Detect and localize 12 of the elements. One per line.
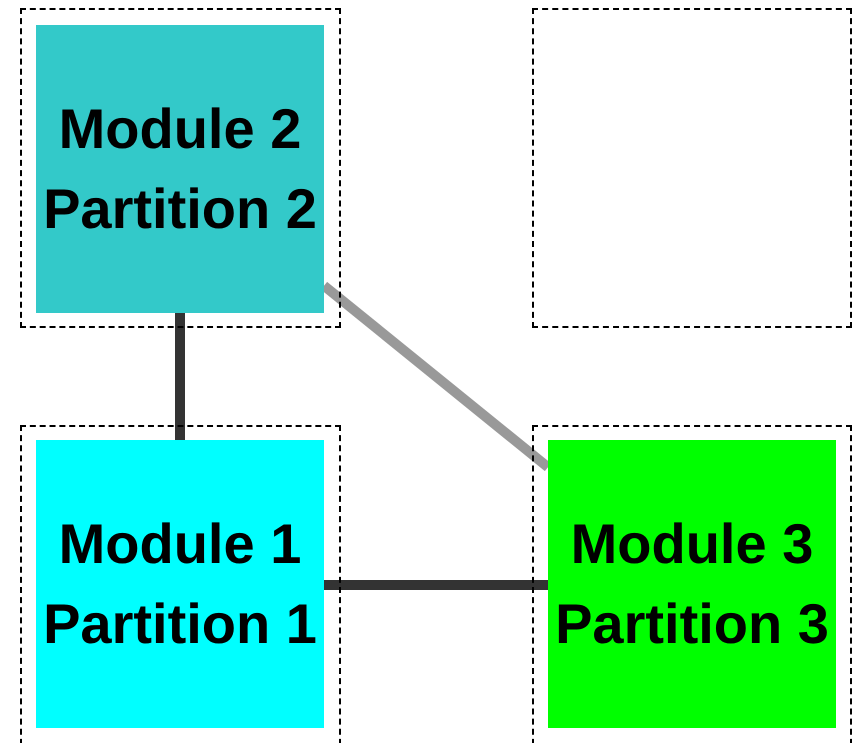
- dashed-frame: [20, 425, 341, 743]
- module-box: [548, 440, 836, 728]
- module-label: Module 1 Partition 1: [42, 511, 318, 657]
- dashed-frame: [532, 8, 852, 328]
- module-box: [36, 440, 324, 728]
- module-label: Module 2 Partition 2: [42, 96, 318, 242]
- connector-line: [175, 313, 185, 440]
- dashed-frame: [20, 8, 341, 328]
- module-box: [36, 25, 324, 313]
- dashed-frame: [532, 425, 852, 743]
- module-label: Module 3 Partition 3: [554, 511, 830, 657]
- connector-line: [324, 580, 548, 590]
